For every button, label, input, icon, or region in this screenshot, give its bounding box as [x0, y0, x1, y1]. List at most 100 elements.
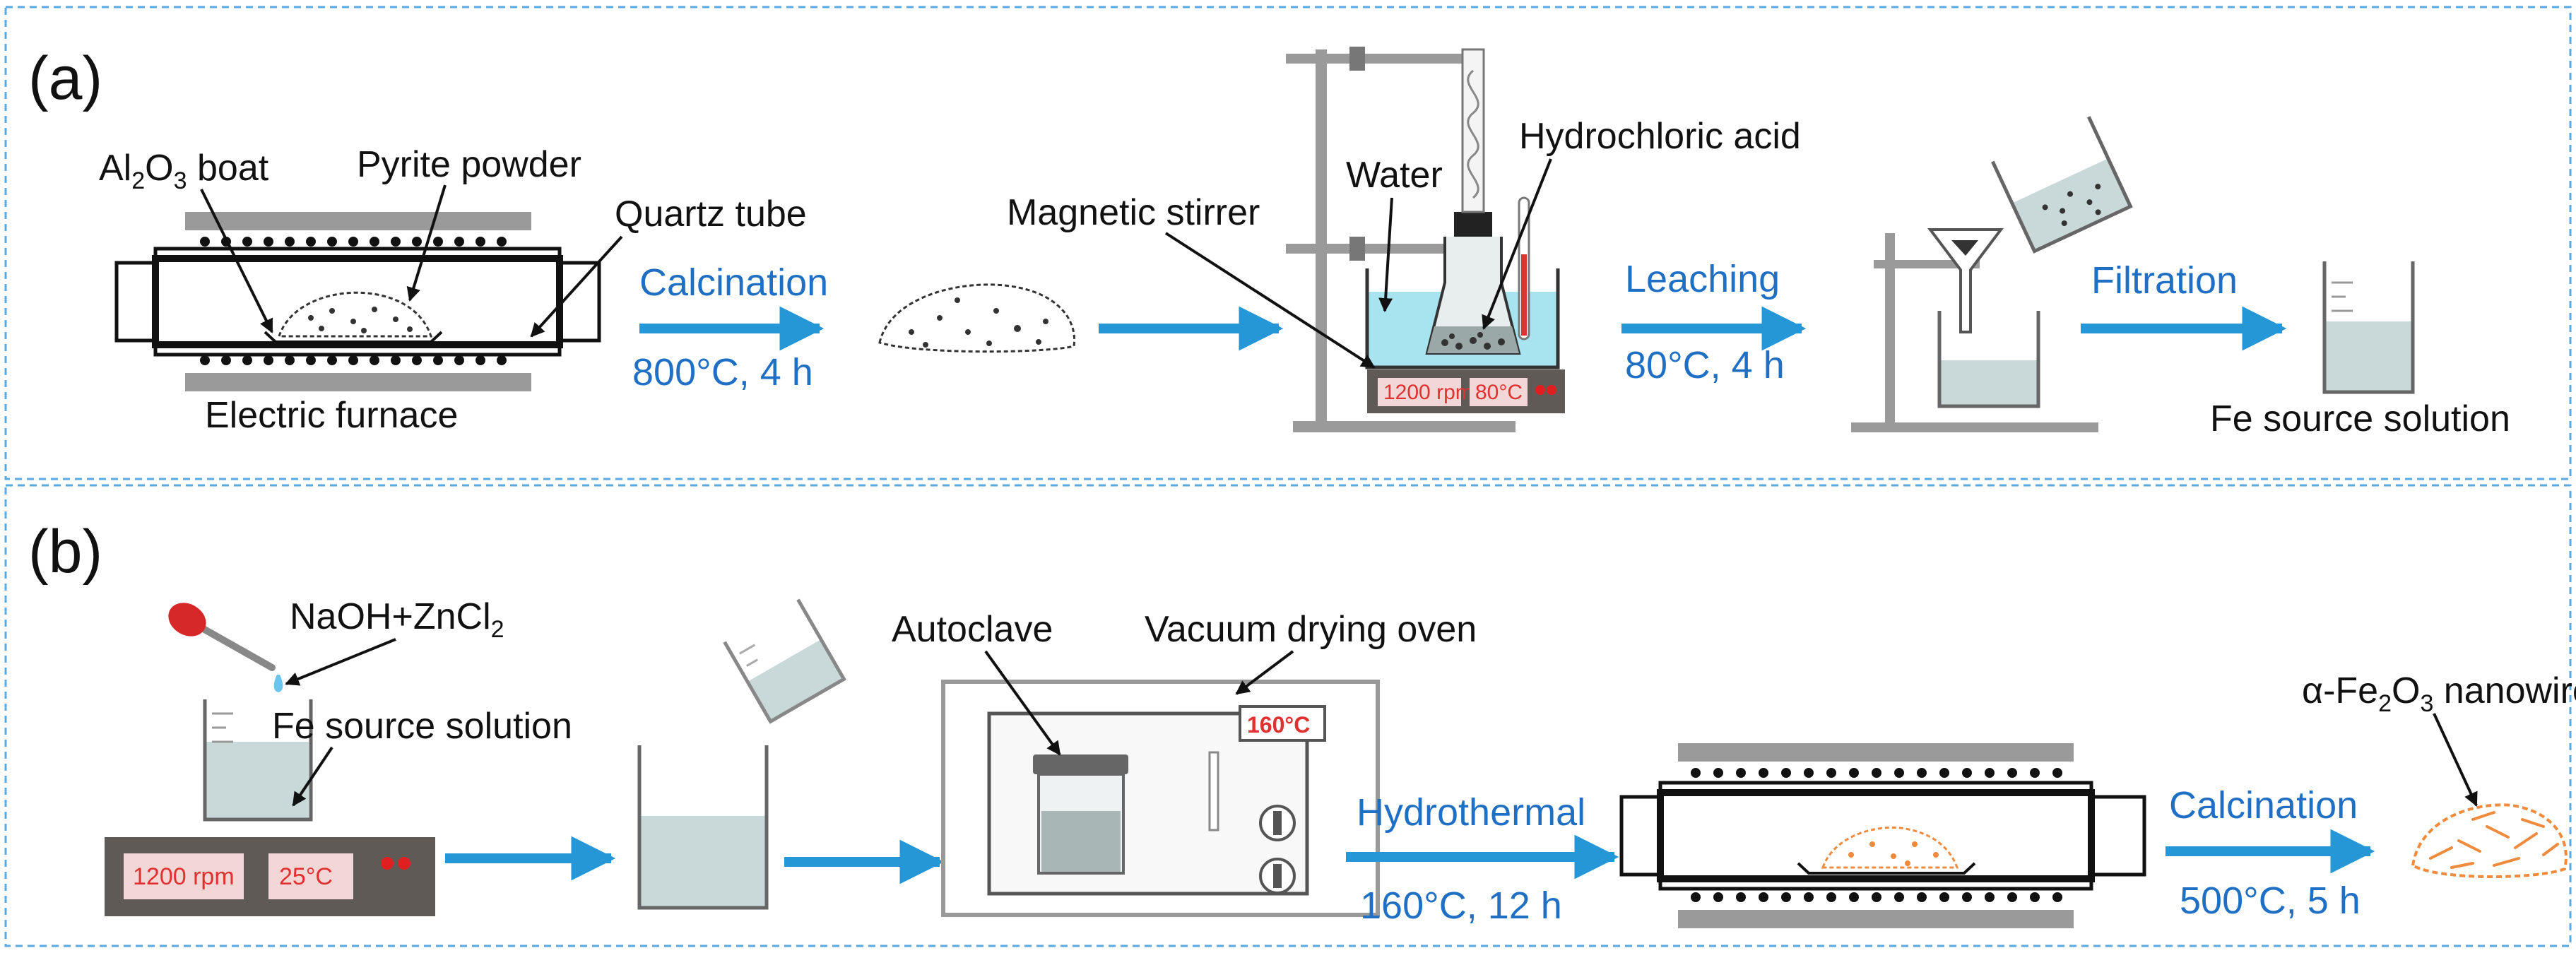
- dropper: [168, 603, 283, 692]
- reflux-condenser: [1461, 48, 1485, 213]
- pointer-quartz-tube: [530, 235, 623, 338]
- label-fe-source-solution-b: Fe source solution: [272, 706, 572, 747]
- label-vacuum-oven: Vacuum drying oven: [1145, 609, 1477, 650]
- filtration-setup: [1851, 116, 2133, 432]
- product-beaker-a-ticks: [2332, 281, 2353, 312]
- furnace-coils-bottom: [200, 355, 507, 365]
- label-naoh-zncl2: NaOH+ZnCl2: [290, 596, 504, 643]
- label-fe-source-solution-a: Fe source solution: [2210, 398, 2510, 439]
- panel-a-label: (a): [28, 45, 102, 112]
- temp-display-b: [268, 853, 353, 899]
- furnace-b-coils-top: [1691, 768, 2062, 778]
- step-hydrothermal: Hydrothermal: [1357, 791, 1585, 834]
- rpm-display-b-text: 1200 rpm: [133, 863, 235, 890]
- pointer-naoh-zncl2: [285, 638, 396, 686]
- panel-b-label: (b): [28, 518, 102, 586]
- clamp-arm-top: [1286, 54, 1470, 64]
- stand-base-a1: [1293, 421, 1516, 432]
- transfer-beaker-liquid: [639, 816, 767, 908]
- condenser-coil: [1467, 69, 1479, 199]
- pyrite-particles-a: [308, 307, 413, 333]
- furnace-b-coils-bottom: [1691, 892, 2062, 902]
- quartz-tube-wall: [152, 255, 563, 348]
- mixing-beaker-b-ticks: [212, 712, 233, 743]
- mixing-beaker-b-liquid: [206, 742, 309, 819]
- pouring-beaker-a: [1991, 116, 2133, 254]
- pouring-beaker-b-wall: [723, 598, 846, 724]
- receiving-beaker: [1937, 311, 2040, 408]
- label-fe2o3-nanowires: α-Fe2O3 nanowires: [2302, 670, 2576, 717]
- furnace-heater-bottom: [185, 373, 531, 391]
- temp-display-a-text: 80°C: [1475, 381, 1523, 404]
- nanowire-product: [2411, 803, 2568, 879]
- droplet: [273, 675, 283, 692]
- pointer-magnetic-stirrer: [1164, 232, 1376, 369]
- pointer-alumina-boat: [200, 189, 273, 333]
- oven-knob-2-grip: [1273, 864, 1282, 888]
- stand-base-a2: [1851, 422, 2098, 432]
- oven-knob-1-grip: [1273, 811, 1282, 835]
- pouring-beaker-b-liquid: [748, 639, 844, 722]
- pouring-beaker-b: [723, 598, 846, 724]
- transfer-beaker-wall: [637, 745, 769, 910]
- clamp-arm-mid: [1286, 244, 1470, 254]
- vacuum-oven: 160°C: [941, 680, 1380, 917]
- product-beaker-a: [2322, 261, 2415, 394]
- step-calcination-a: Calcination: [639, 261, 828, 304]
- nanowire-particles-b: [1848, 841, 1939, 866]
- pointer-water: [1378, 197, 1393, 312]
- hot-plate-b: 1200 rpm 25°C: [105, 837, 435, 916]
- furnace-coils-top: [200, 237, 507, 247]
- label-magnetic-stirrer: Magnetic stirrer: [1007, 192, 1260, 233]
- oven-temp-display: [1239, 705, 1326, 742]
- panel-b-border: [4, 484, 2572, 947]
- cond-calcination-b: 500°C, 5 h: [2180, 880, 2361, 922]
- temp-display-a: [1470, 378, 1528, 406]
- label-electric-furnace: Electric furnace: [205, 395, 458, 436]
- indicator-led-a1: [1535, 385, 1545, 395]
- label-alumina-boat: Al2O3 boat: [99, 148, 269, 194]
- quartz-tube-b-wall: [1657, 789, 2095, 882]
- water-bath-vessel: [1365, 268, 1560, 369]
- calcined-powder: [878, 283, 1076, 353]
- pouring-beaker-a-liquid: [2011, 158, 2131, 251]
- clamp-knob-mid: [1349, 237, 1365, 261]
- stand-rod-a2: [1885, 233, 1895, 424]
- mixing-beaker-b-wall: [203, 699, 313, 822]
- label-quartz-tube: Quartz tube: [615, 194, 807, 235]
- filtrate-liquid: [1939, 360, 2038, 406]
- stand-rod-a1: [1316, 49, 1327, 424]
- pyrite-pile-a: [277, 291, 433, 338]
- alumina-boat-a: [264, 331, 443, 343]
- furnace-b-heater-top: [1678, 743, 2074, 762]
- cond-leaching: 80°C, 4 h: [1625, 344, 1785, 386]
- mixing-beaker-b: [203, 699, 313, 822]
- tube-furnace-b: [1619, 743, 2146, 928]
- furnace-heater-top: [185, 212, 531, 230]
- pointer-vacuum-oven: [1235, 650, 1294, 695]
- filter-funnel: [1927, 228, 2004, 333]
- panel-a-border: [4, 6, 2572, 480]
- flask-particles: [1441, 332, 1505, 350]
- pouring-beaker-a-wall: [1991, 116, 2133, 254]
- nanowire-pile-b: [1821, 826, 1959, 869]
- indicator-led-a2: [1547, 385, 1556, 395]
- pointer-fe2o3-nanowires: [2433, 713, 2478, 807]
- tube-furnace-a: [114, 212, 601, 391]
- autoclave-lid: [1033, 754, 1128, 774]
- pouring-beaker-b-ticks: [738, 644, 759, 667]
- label-autoclave: Autoclave: [892, 609, 1053, 650]
- rpm-display-b: [124, 853, 244, 899]
- pointer-autoclave: [984, 650, 1061, 756]
- furnace-b-heater-bottom: [1678, 910, 2074, 928]
- step-leaching: Leaching: [1625, 258, 1780, 300]
- autoclave-contents: [1041, 811, 1121, 872]
- filter-residue: [1951, 240, 1978, 256]
- temp-display-b-text: 25°C: [279, 863, 333, 890]
- label-water: Water: [1346, 155, 1443, 196]
- thermometer-mercury: [1521, 254, 1527, 336]
- transfer-beaker: [637, 745, 769, 910]
- rpm-display-a: [1378, 378, 1461, 406]
- condenser-joint: [1454, 212, 1492, 237]
